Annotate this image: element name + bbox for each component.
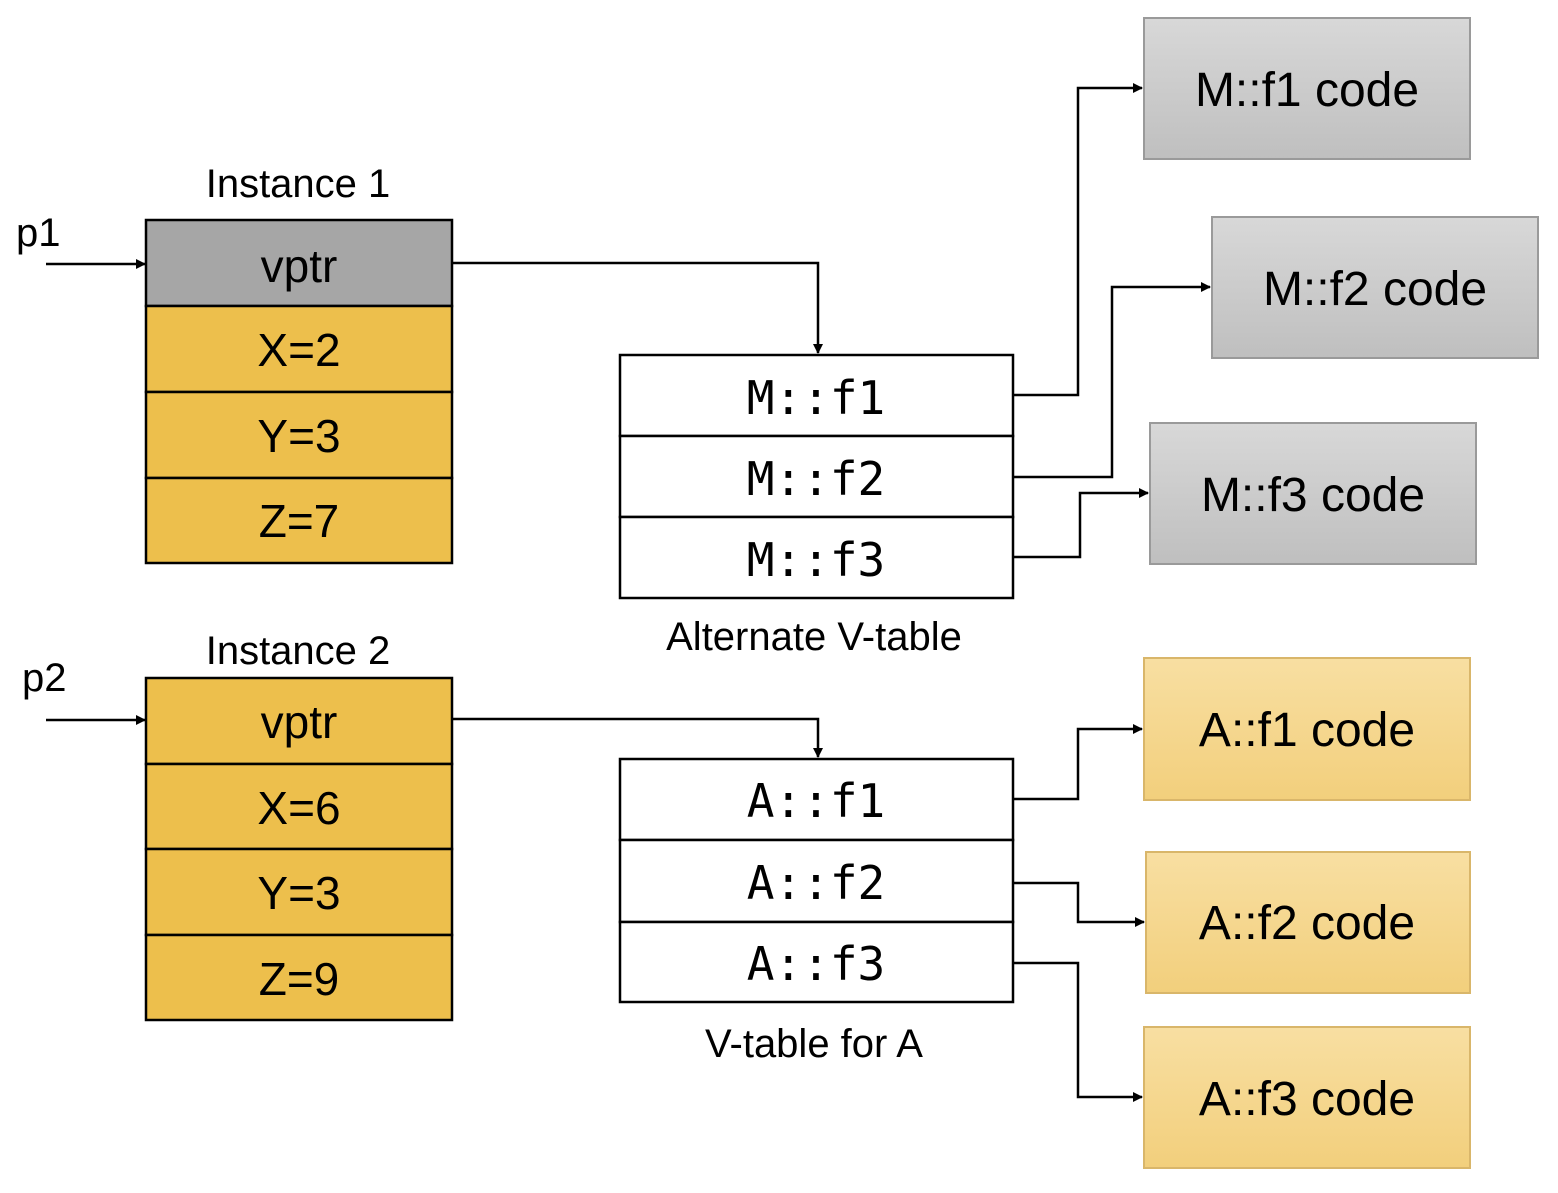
a-vtable: A::f1 A::f2 A::f3 V-table for A	[618, 757, 1015, 1066]
alternate-vtable: M::f1 M::f2 M::f3 Alternate V-table	[618, 353, 1015, 659]
alt-f2-to-m-f2-code-arrow	[1013, 282, 1211, 479]
a-vtable-caption: V-table for A	[705, 1022, 923, 1066]
a-f1-to-a-f1-code-arrow	[1013, 724, 1143, 801]
instance-1-y-label: Y=3	[257, 410, 340, 462]
alt-vtable-entry-f2-label: M::f2	[747, 452, 885, 506]
instance-1-vptr-label: vptr	[261, 240, 338, 292]
a-f2-code-box	[1145, 851, 1471, 994]
a-f1-code-box	[1143, 657, 1471, 801]
instance-2-x-label: X=6	[257, 782, 340, 834]
m-f3-code-box	[1149, 422, 1477, 565]
m-code-boxes: M::f1 code M::f2 code M::f3 code	[1143, 17, 1539, 565]
a-f2-to-a-f2-code-arrow	[1013, 881, 1145, 927]
instance-1-title: Instance 1	[206, 162, 391, 206]
alt-vtable-entry-f3	[618, 515, 1015, 600]
m-f3-code-label: M::f3 code	[1201, 469, 1425, 522]
alt-vtable-entry-f1-label: M::f1	[747, 371, 885, 425]
alt-vtable-caption: Alternate V-table	[666, 615, 962, 659]
alt-f3-to-m-f3-code-arrow	[1013, 488, 1149, 559]
connectors	[452, 83, 1211, 1102]
instance-2-y-label: Y=3	[257, 867, 340, 919]
alt-vtable-entry-f3-label: M::f3	[747, 533, 885, 587]
instance-2-z-label: Z=9	[259, 953, 340, 1005]
instance-2-y-cell	[144, 847, 454, 937]
pointer-p1-label: p1	[16, 211, 61, 255]
instance-1-vptr-to-alt-vtable-arrow	[452, 261, 823, 354]
a-vtable-entry-f3	[618, 920, 1015, 1004]
alt-f1-to-m-f1-code-arrow	[1013, 83, 1143, 397]
instance-1-z-label: Z=7	[259, 495, 340, 547]
m-f2-code-box	[1211, 216, 1539, 359]
a-vtable-entry-f2	[618, 838, 1015, 924]
m-f1-code-box	[1143, 17, 1471, 160]
a-code-boxes: A::f1 code A::f2 code A::f3 code	[1143, 657, 1471, 1169]
a-f2-code-label: A::f2 code	[1199, 897, 1415, 950]
instance-2: Instance 2 p2 vptr X=6 Y=3 Z=9	[22, 629, 454, 1022]
instance-1-z-cell	[144, 476, 454, 565]
instance-2-z-cell	[144, 933, 454, 1022]
a-vtable-entry-f1	[618, 757, 1015, 842]
a-vtable-entry-f2-label: A::f2	[747, 856, 885, 910]
a-f3-code-label: A::f3 code	[1199, 1073, 1415, 1126]
instance-2-vptr-label: vptr	[261, 696, 338, 748]
pointer-p2-label: p2	[22, 656, 67, 700]
instance-1: Instance 1 p1 vptr X=2 Y=3 Z=7	[16, 162, 454, 565]
a-f3-to-a-f3-code-arrow	[1013, 961, 1143, 1102]
instance-1-x-cell	[144, 304, 454, 394]
a-f3-code-box	[1143, 1026, 1471, 1169]
instance-2-vptr-cell	[144, 676, 454, 766]
m-f2-code-label: M::f2 code	[1263, 263, 1487, 316]
instance-2-vptr-to-a-vtable-arrow	[452, 717, 823, 758]
a-vtable-entry-f1-label: A::f1	[747, 774, 885, 828]
m-f1-code-label: M::f1 code	[1195, 64, 1419, 117]
a-vtable-entry-f3-label: A::f3	[747, 937, 885, 991]
a-f1-code-label: A::f1 code	[1199, 704, 1415, 757]
instance-1-x-label: X=2	[257, 324, 340, 376]
instance-2-x-cell	[144, 762, 454, 851]
instance-2-title: Instance 2	[206, 629, 391, 673]
